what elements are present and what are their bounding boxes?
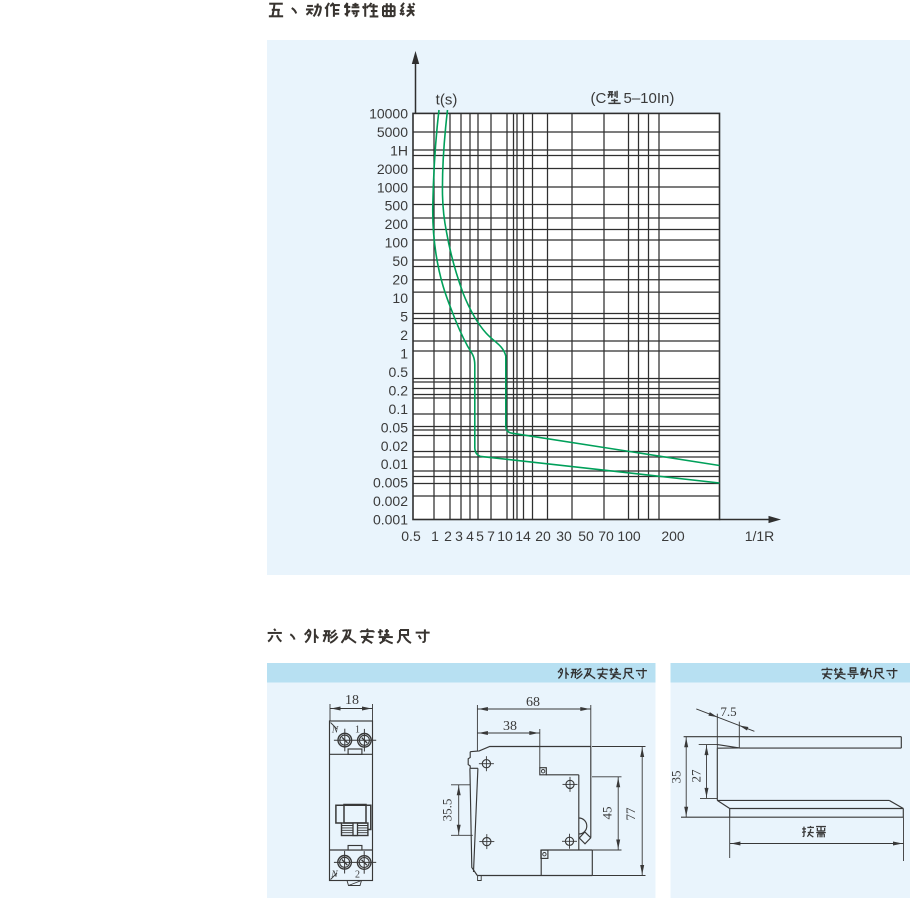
svg-text:70: 70 — [598, 528, 614, 544]
svg-text:1000: 1000 — [377, 179, 408, 195]
svg-text:1: 1 — [355, 725, 360, 736]
svg-text:20: 20 — [392, 272, 408, 288]
svg-text:N: N — [331, 726, 339, 736]
svg-text:27: 27 — [689, 769, 704, 783]
svg-text:(C: (C — [591, 90, 607, 107]
svg-text:2: 2 — [355, 870, 360, 881]
svg-text:3: 3 — [455, 528, 463, 544]
svg-text:0.2: 0.2 — [389, 382, 409, 398]
svg-text:0.002: 0.002 — [373, 493, 408, 509]
svg-text:35.5: 35.5 — [440, 799, 455, 822]
svg-text:0.005: 0.005 — [373, 475, 408, 491]
svg-text:0.05: 0.05 — [381, 419, 408, 435]
svg-text:18: 18 — [345, 693, 359, 708]
svg-text:35: 35 — [669, 771, 684, 784]
svg-text:10000: 10000 — [369, 105, 408, 121]
svg-text:0.1: 0.1 — [389, 401, 409, 417]
svg-text:30: 30 — [556, 528, 572, 544]
svg-text:1/1R: 1/1R — [745, 528, 775, 544]
svg-text:4: 4 — [466, 528, 474, 544]
svg-text:t(s): t(s) — [436, 92, 458, 109]
svg-text:20: 20 — [535, 528, 551, 544]
svg-text:77: 77 — [623, 807, 638, 821]
svg-text:50: 50 — [392, 253, 408, 269]
svg-text:10: 10 — [497, 528, 513, 544]
svg-text:2000: 2000 — [377, 161, 408, 177]
svg-text:200: 200 — [385, 216, 409, 232]
svg-text:N: N — [330, 870, 338, 880]
svg-text:5: 5 — [400, 309, 408, 325]
svg-text:7: 7 — [487, 528, 495, 544]
svg-text:1H: 1H — [390, 142, 408, 158]
svg-text:68: 68 — [526, 695, 540, 710]
svg-text:500: 500 — [385, 198, 409, 214]
svg-text:2: 2 — [444, 528, 452, 544]
svg-text:10: 10 — [392, 290, 408, 306]
svg-text:1: 1 — [431, 528, 439, 544]
svg-text:50: 50 — [578, 528, 594, 544]
svg-text:0.5: 0.5 — [401, 528, 421, 544]
svg-text:5–10In): 5–10In) — [624, 90, 675, 107]
svg-text:200: 200 — [661, 528, 685, 544]
svg-text:38: 38 — [503, 719, 517, 734]
svg-text:7.5: 7.5 — [720, 704, 736, 719]
svg-text:0.01: 0.01 — [381, 456, 408, 472]
svg-text:14: 14 — [515, 528, 531, 544]
svg-text:100: 100 — [385, 235, 409, 251]
svg-text:1: 1 — [400, 345, 408, 361]
svg-text:0.5: 0.5 — [389, 364, 409, 380]
svg-text:5000: 5000 — [377, 124, 408, 140]
svg-text:0.001: 0.001 — [373, 512, 408, 528]
svg-text:45: 45 — [600, 807, 615, 820]
svg-text:100: 100 — [617, 528, 641, 544]
svg-text:2: 2 — [400, 327, 408, 343]
svg-text:5: 5 — [476, 528, 484, 544]
svg-text:0.02: 0.02 — [381, 438, 408, 454]
